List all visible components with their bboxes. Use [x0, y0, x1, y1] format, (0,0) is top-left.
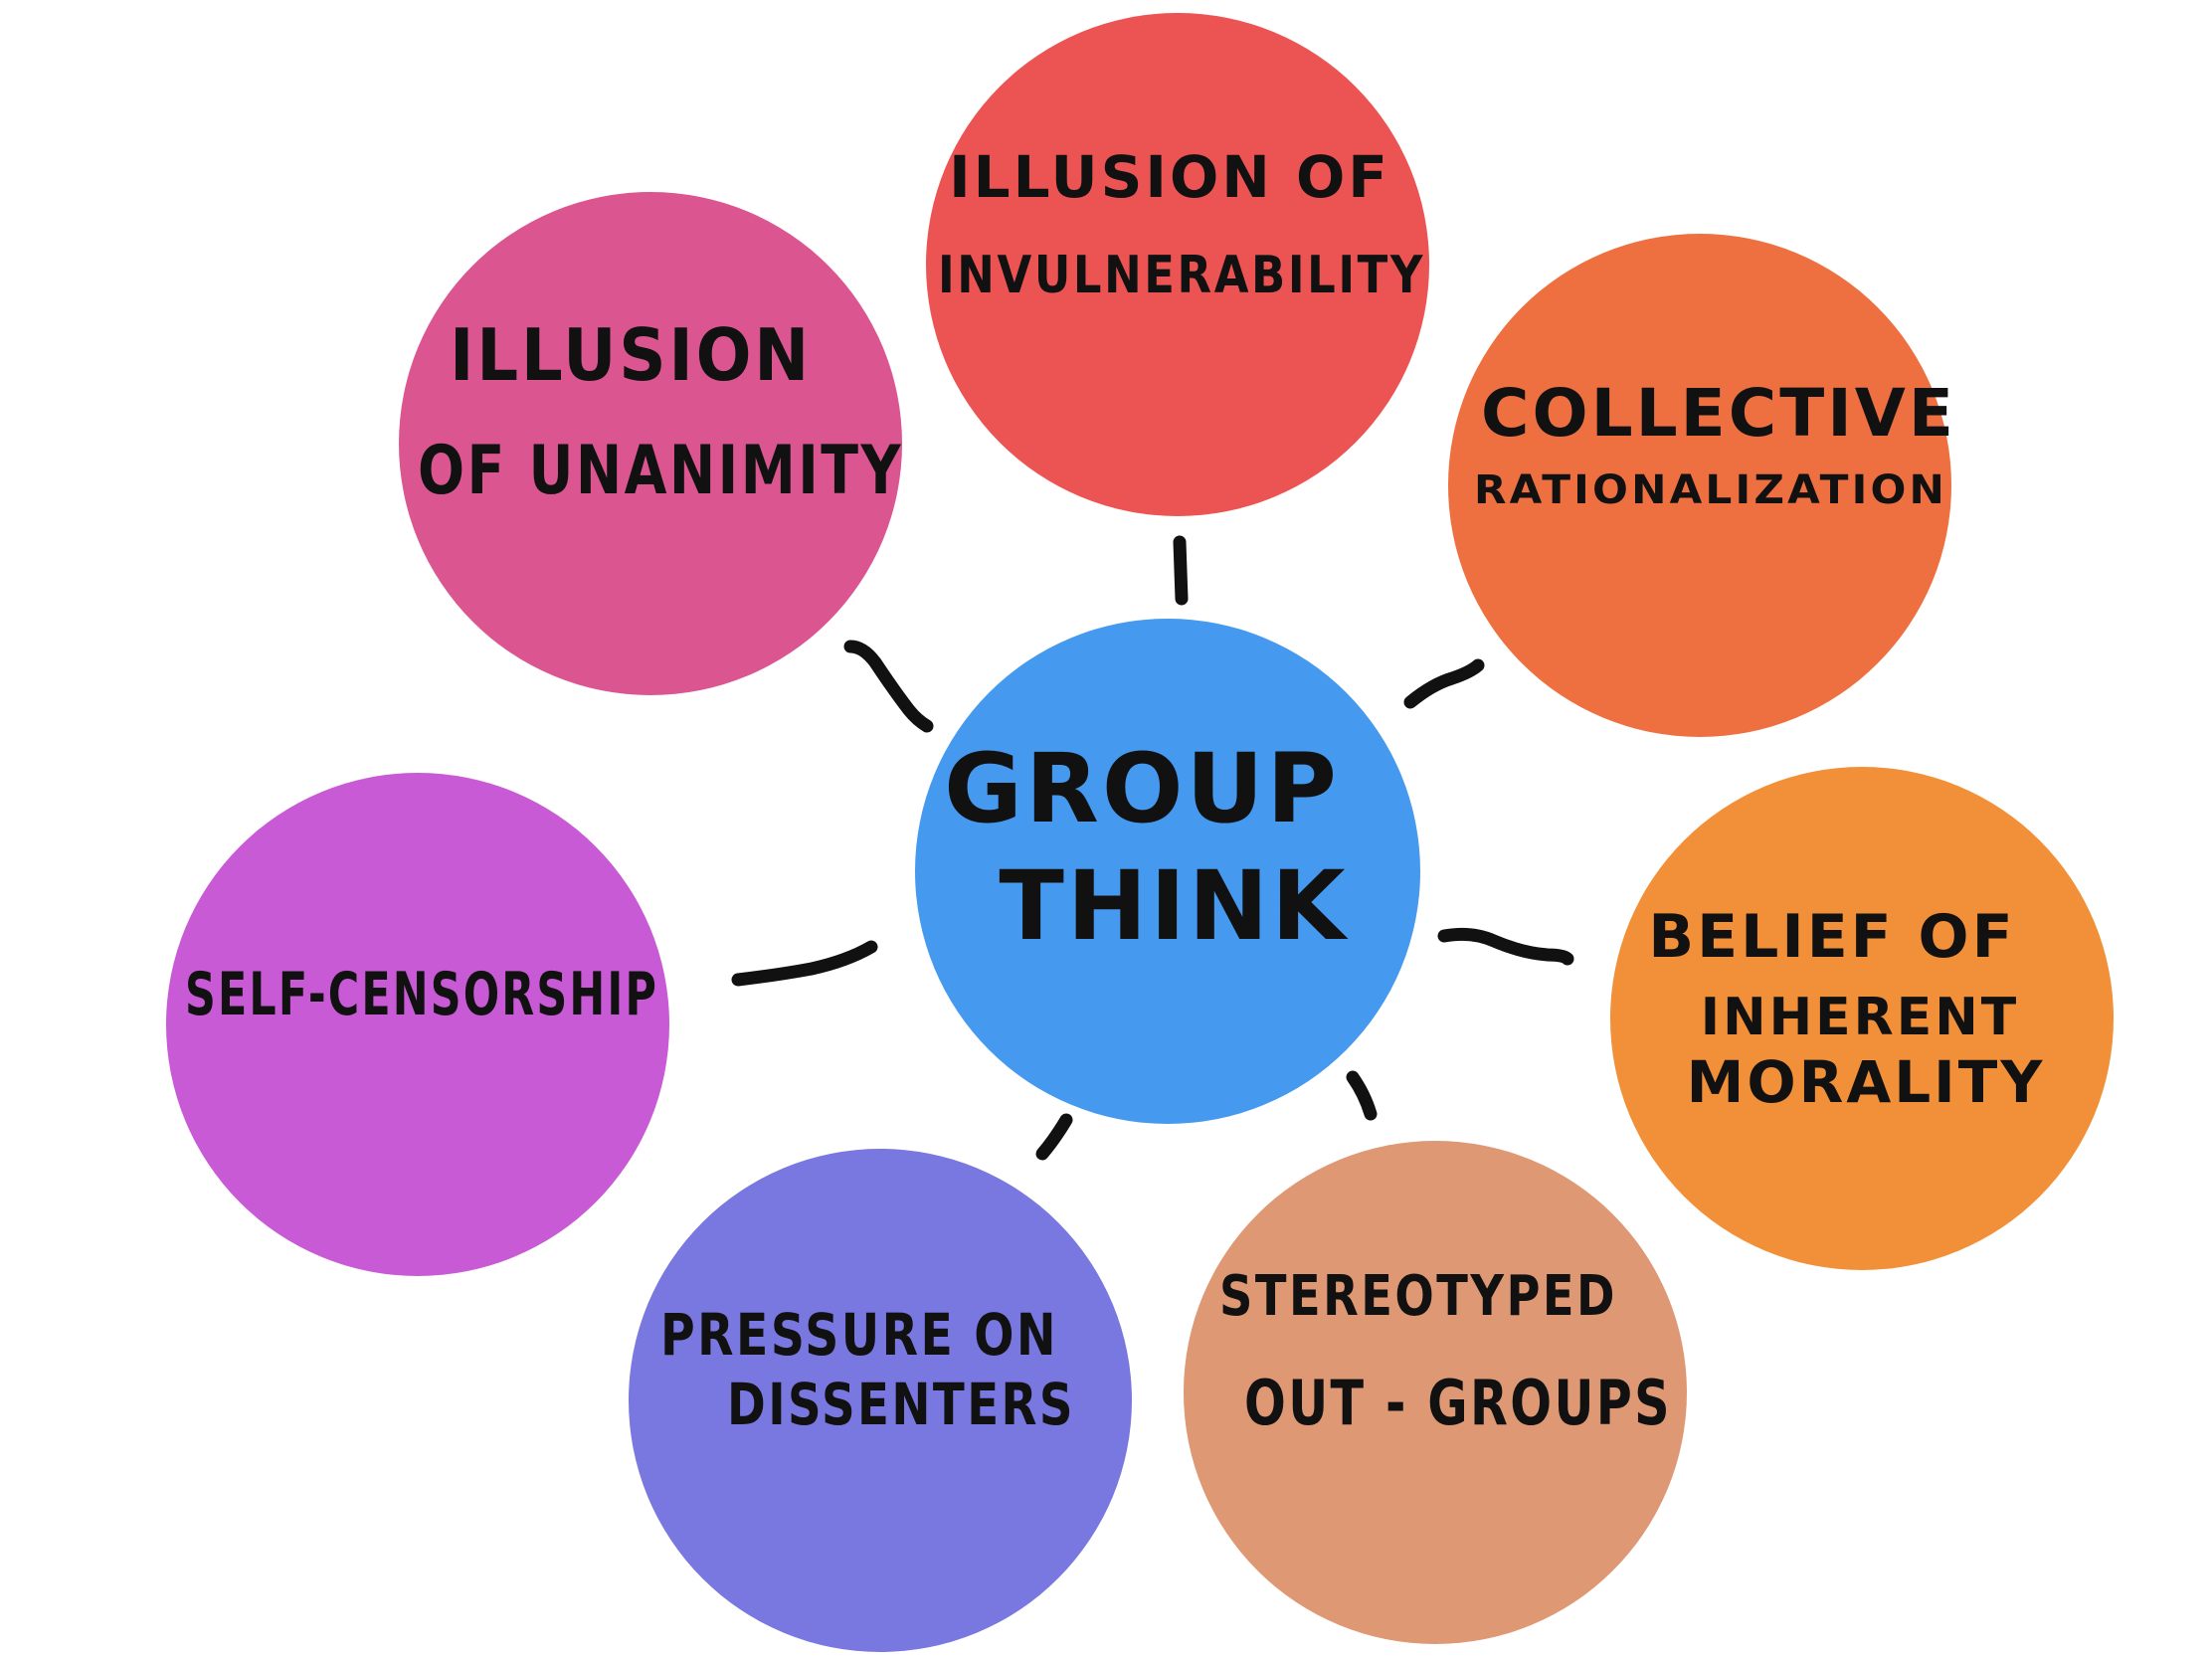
label-stereotyped-out-groups-line-1: STEREOTYPED: [1219, 1264, 1617, 1329]
label-collective-rationalization-line-1: COLLECTIVE: [1481, 375, 1956, 452]
label-stereotyped-out-groups-line-2: OUT - GROUPS: [1244, 1367, 1672, 1439]
connector-top: [1173, 535, 1189, 606]
label-illusion-of-unanimity-line-1: ILLUSION: [450, 313, 812, 397]
connector-top-right: [1403, 658, 1485, 709]
center-label-line-2: THINK: [999, 850, 1349, 962]
node-circle-belief-of-inherent-morality: [1610, 767, 2114, 1270]
node-circle-illusion-of-invulnerability: [926, 13, 1429, 516]
node-circle-illusion-of-unanimity: [399, 192, 902, 695]
center-label-line-1: GROUP: [944, 733, 1340, 844]
label-belief-of-inherent-morality-line-1: BELIEF OF: [1648, 902, 2015, 972]
label-belief-of-inherent-morality-line-3: MORALITY: [1687, 1048, 2046, 1116]
connector-bottom-right: [1346, 1070, 1378, 1121]
connector-bottom-left: [1035, 1113, 1073, 1161]
label-pressure-on-dissenters-line-2: DISSENTERS: [727, 1371, 1075, 1438]
label-illusion-of-unanimity-line-2: OF UNANIMITY: [418, 432, 903, 510]
label-illusion-of-invulnerability-line-2: INVULNERABILITY: [938, 246, 1425, 305]
connector-lines: [731, 535, 1574, 1161]
label-self-censorship-line-1: SELF-CENSORSHIP: [185, 960, 658, 1029]
center-label: GROUP THINK: [944, 733, 1349, 962]
connector-left: [731, 940, 878, 987]
node-labels: ILLUSION OF INVULNERABILITY COLLECTIVE R…: [185, 143, 2046, 1439]
label-collective-rationalization-line-2: RATIONALIZATION: [1474, 467, 1947, 513]
node-circle-pressure-on-dissenters: [629, 1149, 1132, 1652]
connector-right: [1437, 927, 1574, 966]
label-belief-of-inherent-morality-line-2: INHERENT: [1701, 988, 2019, 1047]
label-illusion-of-invulnerability-line-1: ILLUSION OF: [949, 143, 1390, 211]
node-circle-self-censorship: [166, 773, 669, 1276]
center-circle: [915, 619, 1420, 1124]
label-pressure-on-dissenters-line-1: PRESSURE ON: [660, 1301, 1058, 1369]
connector-top-left: [843, 640, 934, 733]
node-circle-stereotyped-out-groups: [1184, 1141, 1687, 1644]
node-circle-collective-rationalization: [1448, 234, 1951, 737]
node-circles: [166, 13, 2114, 1652]
